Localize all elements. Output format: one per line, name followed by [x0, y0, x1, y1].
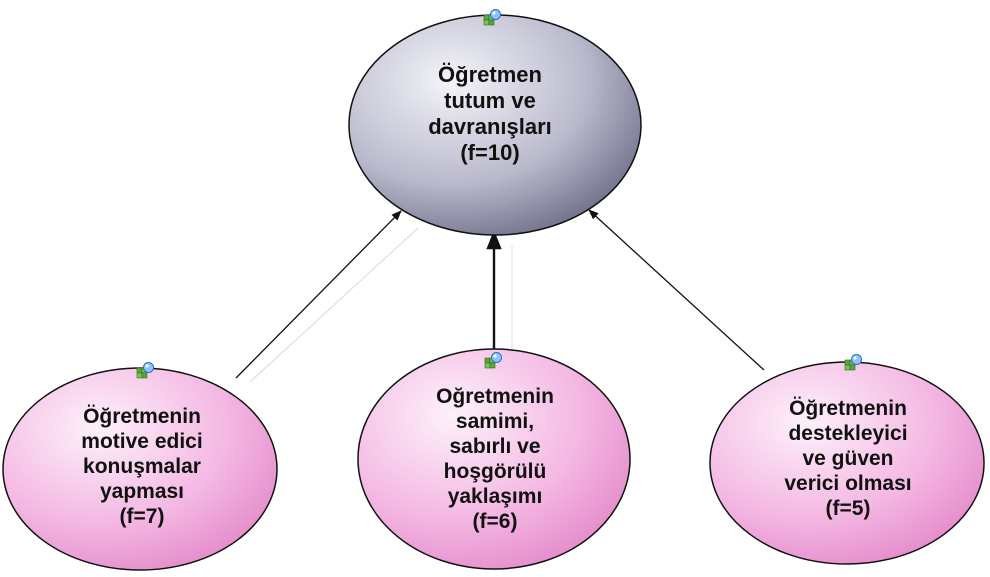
child-node-2-label: Oğretmenin samimi, sabırlı ve hoşgörülü …: [436, 385, 554, 533]
child-node-2[interactable]: [357, 348, 631, 570]
child-node-1-label: Öğretmenin motive edici konuşmalar yapma…: [81, 405, 203, 528]
edge-child3-to-root: [588, 209, 765, 371]
child-node-3-label: Öğretmenin destekleyici ve güven verici …: [784, 397, 912, 520]
root-node-label: Öğretmen tutum ve davranışları (f=10): [428, 62, 552, 165]
edge-child1-to-root: [235, 210, 402, 379]
edge-child1-shadow: [249, 227, 419, 383]
